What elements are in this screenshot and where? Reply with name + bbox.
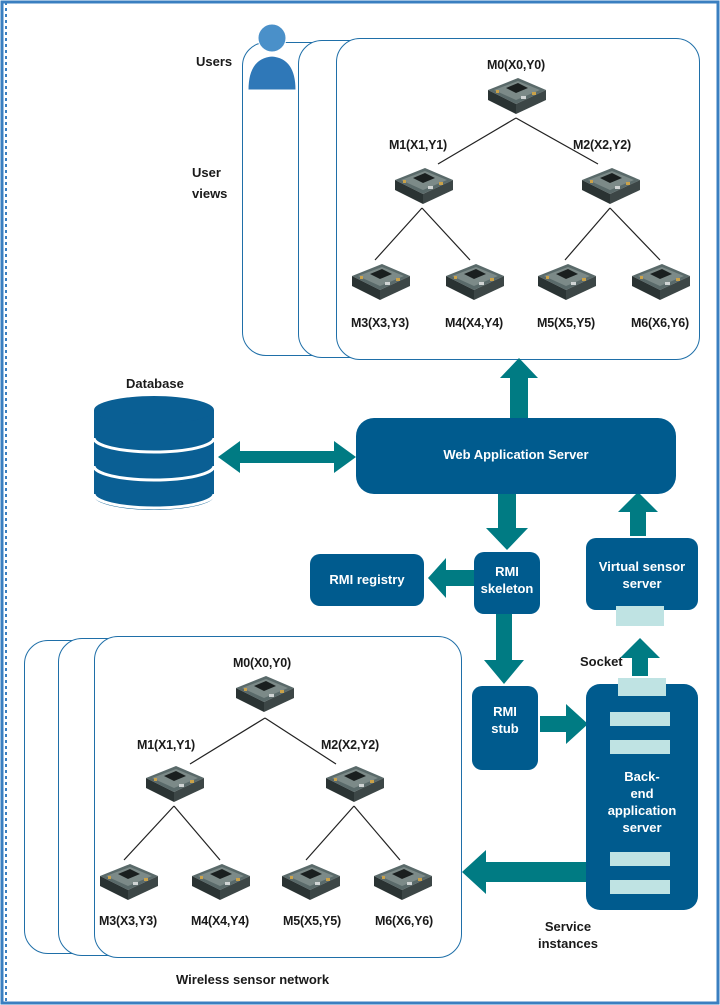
bottom-m1-board <box>146 766 204 802</box>
rmi-skeleton-label: RMI skeleton <box>480 564 534 596</box>
top-m4-label: M4(X4,Y4) <box>445 316 503 330</box>
web-application-server-label: Web Application Server <box>443 447 589 462</box>
server-to-views-arrow <box>500 358 538 420</box>
stub-to-backend-arrow <box>540 704 588 744</box>
bottom-m0-board <box>236 676 294 712</box>
top-m5-label: M5(X5,Y5) <box>537 316 595 330</box>
top-m0-label: M0(X0,Y0) <box>487 58 545 72</box>
bottom-m1-label: M1(X1,Y1) <box>137 738 195 752</box>
top-m6-board <box>632 264 690 300</box>
user-views-label: User views <box>192 165 228 201</box>
server-to-skeleton-arrow <box>486 494 528 550</box>
virtual-to-server-arrow <box>618 492 658 536</box>
database-label: Database <box>126 376 184 391</box>
bottom-m3-label: M3(X3,Y3) <box>99 914 157 928</box>
bottom-m3-board <box>100 864 158 900</box>
top-m3-board <box>352 264 410 300</box>
bottom-m6-board <box>374 864 432 900</box>
top-m2-label: M2(X2,Y2) <box>573 138 631 152</box>
backend-slot-2 <box>610 740 670 754</box>
top-m3-label: M3(X3,Y3) <box>351 316 409 330</box>
skeleton-to-registry-arrow <box>428 558 476 598</box>
database-icon <box>92 396 216 510</box>
bottom-m6-label: M6(X6,Y6) <box>375 914 433 928</box>
backend-application-server-label: Back- end application server <box>607 769 677 835</box>
bottom-m2-board <box>326 766 384 802</box>
bottom-m4-board <box>192 864 250 900</box>
backend-slot-1 <box>610 712 670 726</box>
top-m4-board <box>446 264 504 300</box>
bottom-m5-board <box>282 864 340 900</box>
user-icon <box>247 23 297 91</box>
rmi-stub-label: RMI stub <box>491 704 519 736</box>
top-m6-label: M6(X6,Y6) <box>631 316 689 330</box>
top-m1-board <box>395 168 453 204</box>
bottom-m5-label: M5(X5,Y5) <box>283 914 341 928</box>
rmi-registry-box <box>310 554 424 606</box>
rmi-stub-box <box>472 686 538 770</box>
virtual-sensor-server-label: Virtual sensor server <box>598 559 686 591</box>
top-m2-board <box>582 168 640 204</box>
bottom-m0-label: M0(X0,Y0) <box>233 656 291 670</box>
bottom-m2-label: M2(X2,Y2) <box>321 738 379 752</box>
skeleton-to-stub-arrow <box>484 614 524 684</box>
backend-slot-3 <box>610 852 670 866</box>
backend-to-virtual-arrow <box>620 638 660 676</box>
service-instances-label: Service instances <box>538 919 598 951</box>
users-label: Users <box>196 54 233 69</box>
db-server-arrow <box>218 441 356 473</box>
backend-to-wsn-arrow <box>462 850 586 894</box>
backend-socket-slot <box>618 678 666 696</box>
virtual-sensor-socket <box>616 606 664 626</box>
bottom-tree-lines <box>123 717 401 861</box>
virtual-sensor-server-box <box>586 538 698 610</box>
rmi-registry-label: RMI registry <box>329 572 405 587</box>
top-m0-board <box>488 78 546 114</box>
top-m1-label: M1(X1,Y1) <box>389 138 447 152</box>
web-application-server-box <box>356 418 676 494</box>
top-tree-lines <box>374 117 661 261</box>
backend-slot-4 <box>610 880 670 894</box>
socket-label: Socket <box>580 654 623 669</box>
rmi-skeleton-box <box>474 552 540 614</box>
bottom-m4-label: M4(X4,Y4) <box>191 914 249 928</box>
wireless-sensor-network-label: Wireless sensor network <box>176 972 330 987</box>
top-m5-board <box>538 264 596 300</box>
